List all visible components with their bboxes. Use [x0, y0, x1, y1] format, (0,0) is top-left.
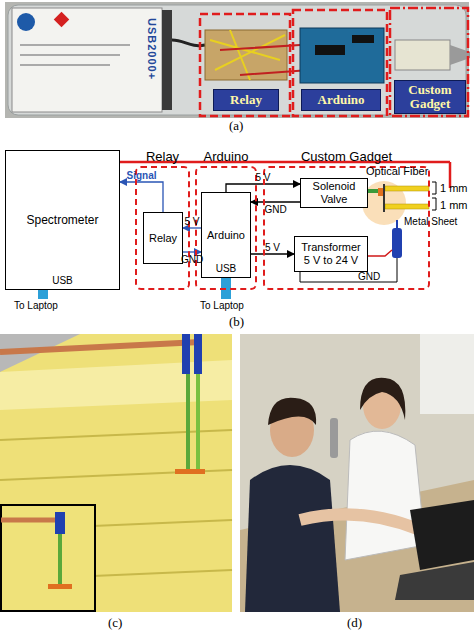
blue-clip	[55, 512, 65, 534]
dimension-bracket	[432, 182, 436, 210]
connector-arrow	[120, 182, 163, 212]
arm	[300, 514, 420, 530]
dimension-label: 1 mm	[440, 182, 468, 194]
man-hair	[268, 398, 316, 425]
dashed-region: ArduinoArduinoUSB	[195, 166, 257, 290]
gadget-body	[395, 40, 450, 70]
arduino-board	[300, 28, 384, 83]
photo-background	[5, 2, 469, 118]
warning-label	[54, 12, 70, 28]
port-label: USB	[6, 274, 119, 287]
connector-arrow	[183, 251, 201, 252]
signal-label: 5 V	[184, 216, 199, 227]
panel-caption: (c)	[108, 617, 122, 629]
connector-arrow	[183, 227, 201, 228]
handheld-gadget	[330, 418, 338, 458]
signal-label: Optical Fiber	[366, 165, 428, 177]
part-label: Metal Sheet	[404, 216, 457, 228]
plunger	[368, 189, 378, 193]
photo-wall	[240, 334, 474, 612]
box-label: Transformer 5 V to 24 V	[299, 241, 363, 267]
signal-label: GND	[181, 254, 203, 265]
signal-label: 5 V	[255, 172, 270, 183]
region-outline	[293, 10, 387, 116]
green-rod	[186, 374, 190, 469]
port-label: To Laptop	[14, 300, 58, 312]
wires	[220, 45, 310, 75]
chip	[315, 45, 345, 55]
fiber-bar	[385, 186, 429, 191]
woman-hair	[360, 378, 405, 420]
connector-arrow	[251, 201, 300, 202]
laptop	[410, 500, 474, 570]
photo-tag: Custom Gadget	[394, 80, 466, 114]
woman-coat	[345, 431, 425, 560]
tag-text: Arduino	[318, 93, 365, 107]
port-label: USB	[202, 262, 250, 275]
process-box: Solenoid Valve	[300, 178, 368, 208]
usb-connector	[38, 290, 48, 299]
connector-strip	[162, 10, 172, 110]
shelf	[420, 334, 474, 414]
fiber-bar	[385, 204, 429, 209]
signal-label: GND	[264, 204, 286, 215]
blue-clip	[182, 334, 190, 374]
plunger-tip	[378, 188, 383, 196]
green-rod	[58, 534, 62, 584]
green-rod	[196, 374, 200, 469]
tag-text: Relay	[230, 93, 262, 107]
copper-tube	[0, 342, 200, 352]
signal-label: 5 V	[265, 242, 280, 253]
region-outline	[200, 14, 290, 116]
relay-box: Relay	[143, 212, 183, 264]
spectrometer-box: SpectrometerUSB	[5, 150, 120, 290]
region-heading: Relay	[117, 149, 208, 164]
photo-tag: Arduino	[301, 89, 381, 111]
spectrometer-body	[12, 8, 162, 112]
dashed-region: RelayRelay	[135, 166, 190, 290]
render-block	[0, 334, 232, 612]
inset-view	[1, 505, 95, 611]
photo-tag: Relay	[213, 89, 279, 111]
wire	[368, 250, 392, 256]
solenoid-symbol	[392, 228, 402, 258]
orange-bar	[175, 469, 205, 474]
plastic-case	[8, 5, 466, 115]
panel-caption: (d)	[347, 617, 362, 629]
tag-text: Custom Gadget	[395, 83, 465, 111]
render-slot	[0, 470, 232, 480]
port-label: To Laptop	[200, 300, 244, 312]
printed-text-line	[20, 64, 110, 66]
blue-clip	[194, 334, 202, 374]
printed-text-line	[20, 44, 130, 46]
box-label: Solenoid Valve	[305, 180, 363, 206]
solenoid-rod	[396, 220, 398, 228]
dimension-label: 1 mm	[440, 199, 468, 211]
device-print: USB2000+	[146, 18, 158, 80]
laptop-keyboard	[395, 562, 474, 600]
box-label: Spectrometer	[26, 214, 98, 227]
box-label: Arduino	[207, 229, 245, 242]
man-body	[245, 465, 340, 612]
orange-bar	[48, 584, 72, 589]
connector-arrow	[251, 253, 294, 254]
process-box: Transformer 5 V to 24 V	[294, 236, 368, 272]
metal-sheet	[383, 184, 385, 212]
dashed-region: Custom GadgetSolenoid ValveTransformer 5…	[263, 166, 430, 290]
header	[352, 35, 374, 43]
logo-mark	[17, 13, 35, 31]
panel-caption: (a)	[229, 120, 243, 132]
region-heading: Arduino	[177, 149, 275, 164]
signal-label: Signal	[126, 170, 156, 181]
region-heading: Custom Gadget	[245, 149, 448, 164]
arduino-box: ArduinoUSB	[201, 192, 251, 278]
box-label: Relay	[149, 232, 177, 245]
printed-text-line	[20, 54, 120, 56]
signal-label: GND	[358, 271, 380, 283]
region-outline	[390, 8, 468, 116]
panel-caption: (b)	[229, 316, 244, 328]
copper-tube	[1, 518, 60, 523]
